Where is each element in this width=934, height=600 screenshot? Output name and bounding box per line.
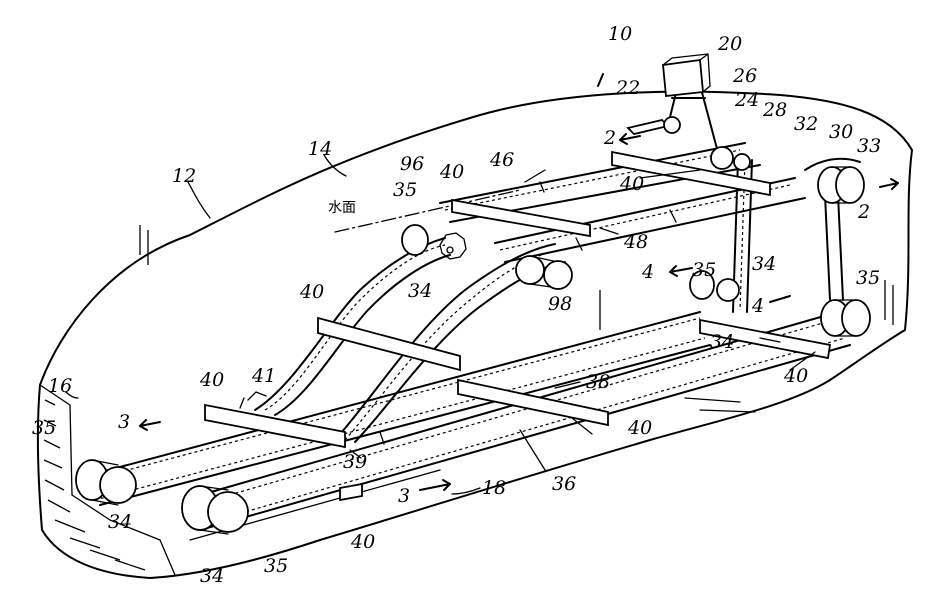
ref-40b: 40	[619, 173, 644, 195]
ref-12: 12	[172, 165, 196, 187]
ref-39: 39	[343, 451, 367, 473]
upper-chain-48	[499, 184, 791, 251]
ref-40c: 40	[299, 281, 324, 303]
sprocket-24	[710, 146, 734, 170]
ref-18: 18	[482, 477, 506, 499]
right-top-curve	[804, 157, 861, 171]
ref-sec3b: 3	[398, 485, 410, 507]
ref-34b: 34	[752, 253, 776, 275]
ref-sec4b: 4	[751, 295, 764, 317]
ref-40d: 40	[199, 369, 224, 391]
ref-16: 16	[48, 375, 72, 397]
ref-sec4a: 4	[641, 261, 654, 283]
direction-arrows	[139, 73, 899, 491]
roller-33	[817, 166, 865, 204]
sprocket-28	[733, 153, 751, 171]
water-surface-line	[334, 189, 521, 233]
ref-96: 96	[400, 153, 424, 175]
upper-rail-46	[439, 142, 746, 204]
bracket-41	[239, 391, 267, 409]
ref-41: 41	[251, 365, 276, 387]
ref-35a: 35	[393, 179, 417, 201]
crossbar-middle	[317, 316, 461, 372]
roller-98	[515, 255, 573, 290]
crossbar-upper-right	[611, 150, 771, 197]
ref-34c: 34	[710, 331, 734, 353]
ref-35b: 35	[692, 259, 716, 281]
roller-35-mid	[689, 270, 740, 302]
lower-right-chain-b	[199, 337, 846, 526]
crossbar-bottom	[339, 482, 363, 502]
upper-chain-46	[444, 149, 741, 211]
crossbar-upper-left	[451, 198, 591, 238]
ref-40a: 40	[439, 161, 464, 183]
ref-10: 10	[608, 23, 632, 45]
ref-48: 48	[623, 231, 648, 253]
ref-34d: 34	[108, 511, 132, 533]
lower-left-chain-b	[94, 337, 706, 501]
leader-lines	[65, 154, 816, 495]
incline-rail-left-b	[274, 254, 451, 416]
ref-24: 24	[734, 89, 759, 111]
roller-35-upper-left	[401, 224, 467, 260]
ref-33: 33	[857, 135, 881, 157]
ref-20: 20	[717, 33, 742, 55]
ref-36: 36	[552, 473, 576, 495]
control-plate	[626, 116, 681, 135]
lower-left-rail	[89, 311, 701, 476]
ref-40f: 40	[350, 531, 375, 553]
right-loop-rail	[824, 194, 831, 301]
ref-26: 26	[732, 65, 757, 87]
ref-22: 22	[615, 77, 640, 99]
ref-28: 28	[762, 99, 787, 121]
reference-numerals: 10 12 14 16 18 20 22 24 26 28 30 32 33 3…	[32, 23, 881, 587]
incline-chain-left	[264, 244, 446, 411]
roller-35-left	[75, 459, 137, 506]
lower-left-rail-b	[99, 344, 711, 506]
ref-35e: 35	[264, 555, 288, 577]
ref-sec2b: 2	[857, 201, 870, 223]
ref-46: 46	[489, 149, 514, 171]
incline-rail-right-b	[354, 261, 566, 443]
incline-rail-left	[254, 237, 446, 411]
ref-34a: 34	[408, 280, 432, 302]
ref-30: 30	[829, 121, 853, 143]
crossbar-lower-center	[457, 378, 609, 427]
water-surface-label: 水面	[328, 200, 356, 216]
ref-14: 14	[308, 138, 332, 160]
crossbar-lower-left	[204, 403, 346, 449]
sprocket-34	[439, 232, 467, 260]
upper-rail-48b	[504, 197, 806, 263]
ref-32: 32	[794, 113, 818, 135]
ref-98: 98	[548, 293, 572, 315]
ref-34e: 34	[200, 565, 224, 587]
ref-35c: 35	[856, 267, 880, 289]
tank-outline	[36, 90, 913, 579]
ref-sec2a: 2	[603, 127, 616, 149]
roller-35-lower-right	[820, 299, 871, 337]
ref-35d: 35	[32, 417, 56, 439]
right-loop-rail-b	[837, 194, 844, 301]
drive-motor	[662, 53, 711, 97]
incline-rail-right	[334, 243, 556, 441]
lower-right-chain	[194, 317, 841, 506]
ref-40e: 40	[627, 417, 652, 439]
bracket-a	[379, 181, 677, 445]
ref-38: 38	[586, 371, 610, 393]
ref-sec3a: 3	[118, 411, 130, 433]
tank-wall-hatching	[39, 225, 894, 576]
roller-35-bottom	[181, 485, 249, 535]
ref-40g: 40	[783, 365, 808, 387]
